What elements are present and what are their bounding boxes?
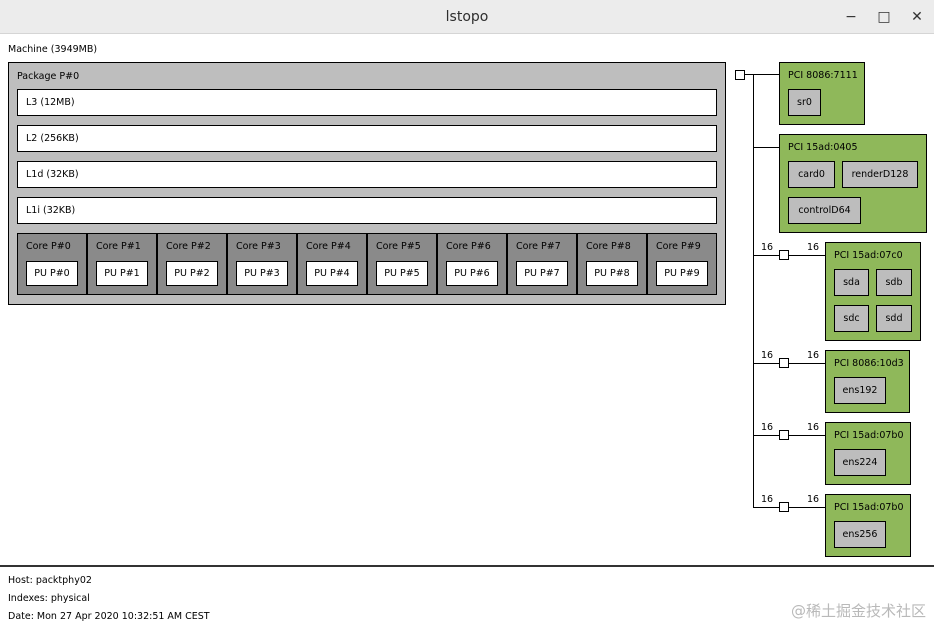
pci-bridge-connector (779, 502, 789, 512)
pu-6: PU P#6 (446, 261, 498, 286)
os-device-ens224: ens224 (834, 449, 886, 476)
cache-l2-label: L2 (256KB) (26, 133, 79, 144)
pci-device-1-label: PCI 15ad:0405 (788, 142, 858, 153)
connector-line (753, 435, 825, 436)
pu-9: PU P#9 (656, 261, 708, 286)
cache-l1i-label: L1i (32KB) (26, 205, 76, 216)
os-device-sr0: sr0 (788, 89, 821, 116)
core-4-label: Core P#4 (306, 241, 351, 252)
pu-3: PU P#3 (236, 261, 288, 286)
footer-host: Host: packtphy02 (8, 575, 92, 586)
pci-device-3-label: PCI 8086:10d3 (834, 358, 904, 369)
pu-2: PU P#2 (166, 261, 218, 286)
os-device-sdd: sdd (876, 305, 912, 332)
cache-l2 (17, 125, 717, 152)
core-7-label: Core P#7 (516, 241, 561, 252)
connector-line (753, 255, 825, 256)
package-label: Package P#0 (17, 71, 80, 82)
core-8-label: Core P#8 (586, 241, 631, 252)
core-0-label: Core P#0 (26, 241, 71, 252)
pci-device-0-label: PCI 8086:7111 (788, 70, 858, 81)
pu-4: PU P#4 (306, 261, 358, 286)
cache-l1d-label: L1d (32KB) (26, 169, 79, 180)
minimize-icon[interactable]: − (845, 9, 857, 25)
close-icon[interactable]: ✕ (911, 9, 923, 25)
pu-5: PU P#5 (376, 261, 428, 286)
footer-indexes: Indexes: physical (8, 593, 90, 604)
footer-date: Date: Mon 27 Apr 2020 10:32:51 AM CEST (8, 611, 210, 622)
pu-0: PU P#0 (26, 261, 78, 286)
link-speed-left: 16 (761, 422, 774, 433)
link-speed-left: 16 (761, 494, 774, 505)
os-device-controlD64: controlD64 (788, 197, 861, 224)
link-speed-right: 16 (807, 494, 820, 505)
pci-bridge-connector (779, 250, 789, 260)
os-device-sdc: sdc (834, 305, 869, 332)
pu-7: PU P#7 (516, 261, 568, 286)
pci-bridge-connector (779, 358, 789, 368)
cache-l3 (17, 89, 717, 116)
pci-device-5-label: PCI 15ad:07b0 (834, 502, 904, 513)
core-1-label: Core P#1 (96, 241, 141, 252)
os-device-renderD128: renderD128 (842, 161, 918, 188)
link-speed-right: 16 (807, 350, 820, 361)
window-title: lstopo (445, 9, 489, 25)
maximize-icon[interactable]: □ (877, 9, 891, 25)
link-speed-right: 16 (807, 242, 820, 253)
pci-bus-line (753, 74, 754, 507)
link-speed-left: 16 (761, 242, 774, 253)
core-3-label: Core P#3 (236, 241, 281, 252)
pu-8: PU P#8 (586, 261, 638, 286)
link-speed-left: 16 (761, 350, 774, 361)
core-9-label: Core P#9 (656, 241, 701, 252)
cache-l1d (17, 161, 717, 188)
os-device-card0: card0 (788, 161, 835, 188)
connector-line (753, 507, 825, 508)
footer-separator (0, 565, 934, 567)
host-bridge-connector (735, 70, 745, 80)
core-2-label: Core P#2 (166, 241, 211, 252)
pci-bridge-connector (779, 430, 789, 440)
pci-device-4-label: PCI 15ad:07b0 (834, 430, 904, 441)
title-bar[interactable] (0, 0, 934, 34)
cache-l1i (17, 197, 717, 224)
link-speed-right: 16 (807, 422, 820, 433)
os-device-ens192: ens192 (834, 377, 886, 404)
cache-l3-label: L3 (12MB) (26, 97, 75, 108)
connector-line (745, 74, 779, 75)
os-device-sdb: sdb (876, 269, 912, 296)
watermark: @稀土掘金技术社区 (790, 602, 926, 620)
core-5-label: Core P#5 (376, 241, 421, 252)
connector-line (753, 363, 825, 364)
pci-device-2-label: PCI 15ad:07c0 (834, 250, 903, 261)
core-6-label: Core P#6 (446, 241, 491, 252)
connector-line (753, 147, 779, 148)
os-device-sda: sda (834, 269, 869, 296)
pu-1: PU P#1 (96, 261, 148, 286)
os-device-ens256: ens256 (834, 521, 886, 548)
machine-label: Machine (3949MB) (8, 44, 98, 55)
